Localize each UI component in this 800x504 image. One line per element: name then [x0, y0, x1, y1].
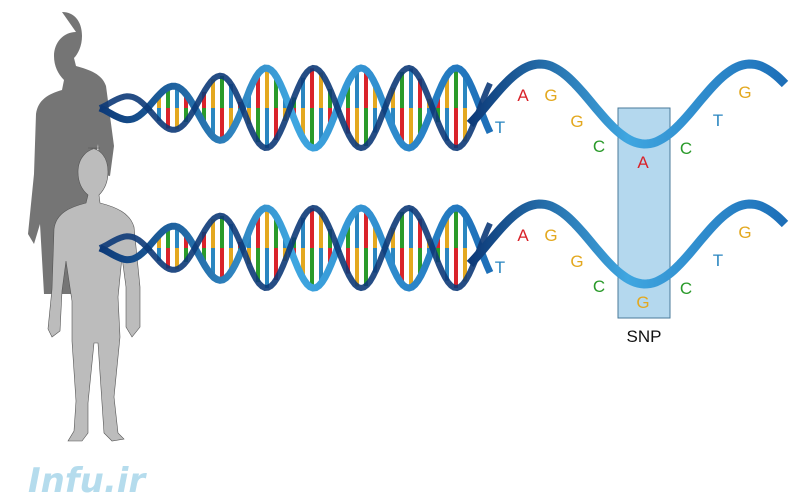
base-letter: C — [593, 277, 605, 296]
base-letter: G — [570, 112, 583, 131]
base-letter: T — [495, 258, 505, 277]
person-silhouette-back — [28, 12, 114, 294]
backbone-ribbon — [98, 64, 493, 152]
backbone-ribbon — [98, 64, 494, 152]
base-letter: G — [738, 83, 751, 102]
base-letter: G — [738, 223, 751, 242]
base-letter: C — [593, 137, 605, 156]
backbone-ribbon — [98, 204, 494, 292]
backbone-ribbon — [98, 204, 493, 292]
base-letter: A — [517, 226, 529, 245]
watermark: Infu.ir — [28, 461, 147, 501]
base-letter: T — [495, 118, 505, 137]
base-letter: C — [680, 139, 692, 158]
snp-base-letter: G — [636, 293, 649, 312]
base-letter: G — [544, 226, 557, 245]
dna-strand-1 — [98, 59, 789, 152]
base-letter: G — [544, 86, 557, 105]
single-strand-ribbon — [466, 199, 789, 289]
snp-base-letter: A — [637, 153, 649, 172]
dna-strand-2 — [98, 199, 789, 292]
base-letter: A — [517, 86, 529, 105]
base-letter: T — [713, 251, 723, 270]
person-silhouette-front — [47, 147, 141, 442]
single-strand-ribbon — [466, 59, 789, 149]
base-letter: C — [680, 279, 692, 298]
base-letter: T — [713, 111, 723, 130]
snp-label: SNP — [627, 327, 662, 346]
base-letter: G — [570, 252, 583, 271]
